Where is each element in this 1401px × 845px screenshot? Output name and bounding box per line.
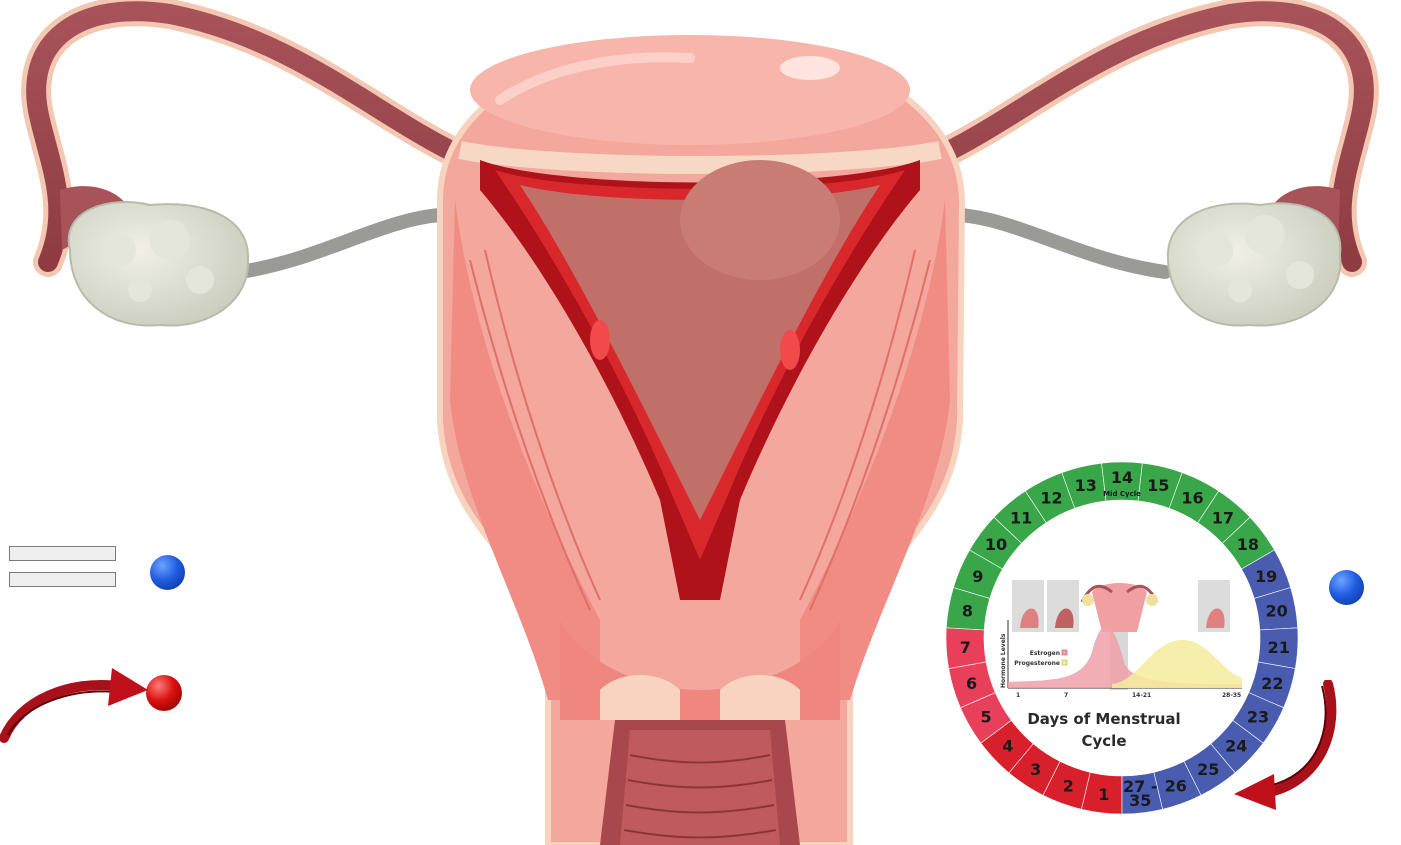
cycle-day-label-12: 12 bbox=[1040, 489, 1062, 508]
cycle-day-label-17: 17 bbox=[1212, 509, 1234, 528]
cycle-day-label-8: 8 bbox=[962, 602, 973, 621]
legend-progesterone: Progesterone bbox=[1014, 660, 1060, 667]
cycle-day-label-25: 25 bbox=[1197, 760, 1219, 779]
cycle-day-label-15: 15 bbox=[1147, 476, 1169, 495]
vagina-icon bbox=[600, 720, 800, 845]
cycle-day-label-5: 5 bbox=[980, 708, 991, 727]
cycle-day-label-9: 9 bbox=[972, 567, 983, 586]
cycle-day-label-1: 1 bbox=[1098, 785, 1109, 804]
cycle-day-label-24: 24 bbox=[1225, 737, 1247, 756]
mid-cycle-label: Mid Cycle bbox=[1103, 490, 1141, 498]
cycle-day-label-7: 7 bbox=[960, 638, 971, 657]
cycle-day-label-6: 6 bbox=[966, 674, 977, 693]
cycle-caption-line1: Days of Menstrual bbox=[1027, 710, 1180, 728]
cycle-day-label-23: 23 bbox=[1247, 708, 1269, 727]
cycle-day-label-14: 14 bbox=[1111, 468, 1133, 487]
cycle-day-label-27: 27 - bbox=[1123, 777, 1157, 796]
cycle-day-label-13: 13 bbox=[1075, 476, 1097, 495]
blank-label-box-bottom[interactable] bbox=[9, 572, 116, 587]
cycle-day-label-2: 2 bbox=[1063, 777, 1074, 796]
x-tick-1: 1 bbox=[1016, 692, 1020, 699]
curved-arrow-left-icon bbox=[0, 650, 160, 750]
x-tick-28-35: 28-35 bbox=[1222, 692, 1241, 699]
blue-marker-right[interactable] bbox=[1329, 570, 1364, 605]
cycle-day-label-4: 4 bbox=[1002, 737, 1013, 756]
left-ovary-icon bbox=[69, 202, 248, 326]
cycle-day-label-19: 19 bbox=[1255, 567, 1277, 586]
cycle-day-label-20: 20 bbox=[1265, 602, 1287, 621]
blue-marker-left[interactable] bbox=[150, 555, 185, 590]
right-ovary-icon bbox=[1168, 203, 1341, 325]
cycle-day-label-18: 18 bbox=[1237, 535, 1259, 554]
cycle-day-label-16: 16 bbox=[1181, 489, 1203, 508]
hormone-ylabel: Hormone Levels bbox=[1000, 633, 1007, 688]
blank-label-box-top[interactable] bbox=[9, 546, 116, 561]
cycle-day-label-11: 11 bbox=[1010, 509, 1032, 528]
cycle-day-label-10: 10 bbox=[985, 535, 1007, 554]
legend-estrogen: Estrogen bbox=[1030, 650, 1060, 657]
cycle-caption-line2: Cycle bbox=[1082, 732, 1127, 750]
cycle-day-label-21: 21 bbox=[1268, 638, 1290, 657]
cycle-day-label-26: 26 bbox=[1165, 777, 1187, 796]
menstrual-cycle-wheel: Estrogen Progesterone Hormone Levels 1 7… bbox=[942, 452, 1302, 832]
cycle-day-label-22: 22 bbox=[1261, 674, 1283, 693]
x-tick-14-21: 14-21 bbox=[1132, 692, 1151, 699]
cycle-day-label-3: 3 bbox=[1030, 760, 1041, 779]
x-tick-7: 7 bbox=[1064, 692, 1068, 699]
